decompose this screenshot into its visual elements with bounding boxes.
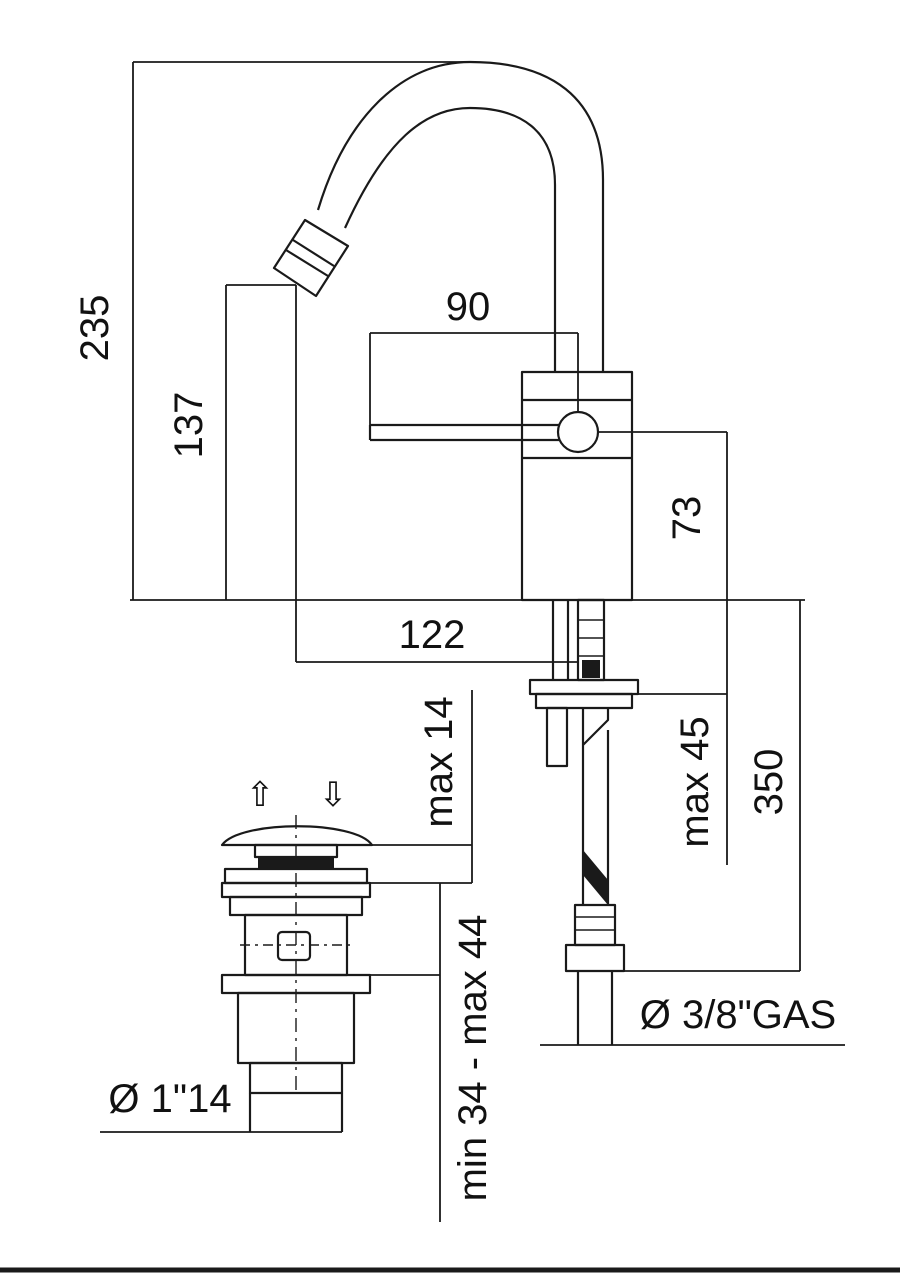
dim-label-gas-connection: Ø 3/8"GAS [640,993,837,1037]
dim-label-max-45: max 45 [673,716,717,847]
tap-body [520,370,634,602]
tap-drawing [272,60,640,1045]
waste-drawing [220,815,374,1132]
dim-label-235: 235 [73,295,117,362]
aerator [272,218,350,298]
lever-handle [368,423,560,442]
fixing-stud [545,706,569,768]
dim-label-73: 73 [665,496,709,541]
spout-outer [316,60,605,372]
dim-label-waste-range: min 34 - max 44 [451,915,495,1202]
lever-pivot [556,410,600,454]
waste-cap [220,825,374,847]
waste-dimension-lines [100,690,473,1222]
dim-label-350: 350 [747,749,791,816]
dim-label-max-14: max 14 [417,696,461,827]
dim-label-122: 122 [399,613,466,657]
tap-dimension-lines [130,61,845,1046]
waste-tail [248,1061,344,1095]
hose-nut [573,903,617,947]
up-arrow-icon: ⇧ [246,775,275,815]
spout-inner [343,106,557,372]
dim-label-waste-thread: Ø 1"14 [108,1077,231,1121]
dim-label-137: 137 [167,392,211,459]
down-arrow-icon: ⇩ [319,775,348,815]
hose-fitting [564,943,626,973]
dim-label-90: 90 [446,285,491,329]
fixing-plate [528,678,640,696]
